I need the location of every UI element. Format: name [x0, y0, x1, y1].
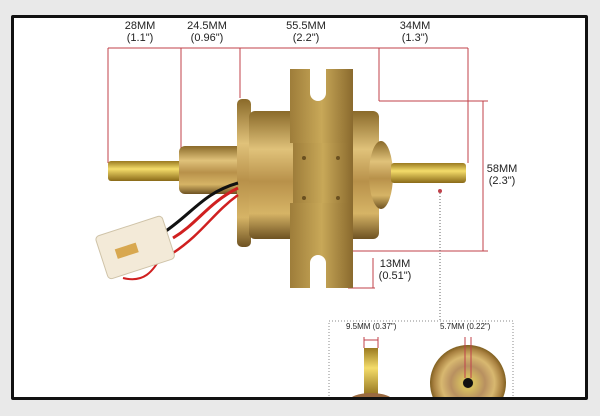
dimension-label-slot: 13MM (0.51"): [377, 258, 413, 282]
label-inch: (1.3"): [401, 32, 429, 44]
inset-label-inner-hole: 5.7MM (0.22"): [440, 322, 491, 331]
label-mm: 55.5MM: [286, 20, 326, 32]
label-mm: 34MM: [399, 20, 431, 32]
label-inch: (0.51"): [378, 270, 412, 282]
dimension-label-body-length: 55.5MM (2.2"): [280, 20, 332, 44]
label-inch: (0.96"): [190, 32, 224, 44]
inset-label-pipe-diameter: 9.5MM (0.37"): [346, 322, 397, 331]
label-mm: 58MM: [486, 163, 518, 175]
dimension-label-outlet-length: 34MM (1.3"): [395, 20, 435, 44]
dimension-label-inlet-length: 28MM (1.1"): [120, 20, 160, 44]
label-inch: (2.3"): [488, 175, 516, 187]
dimension-label-nozzle-length: 24.5MM (0.96"): [180, 20, 234, 44]
label-mm: 28MM: [124, 20, 156, 32]
label-mm: 24.5MM: [187, 20, 227, 32]
label-inch: (1.1"): [126, 32, 154, 44]
label-inch: (2.2"): [292, 32, 320, 44]
label-mm: 13MM: [379, 258, 411, 270]
diagram-frame: [11, 15, 588, 400]
pump-illustration: [95, 47, 514, 397]
dimension-label-height: 58MM (2.3"): [484, 163, 520, 187]
